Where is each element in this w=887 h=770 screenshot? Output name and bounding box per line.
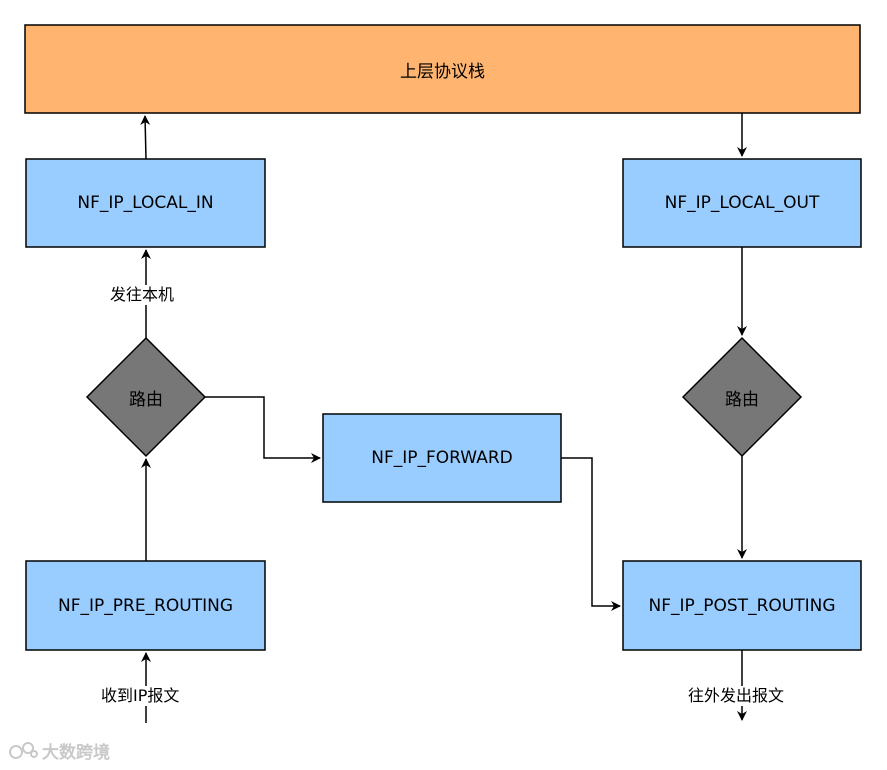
forward-box (322, 413, 562, 503)
edge-forward-to-post-routing (561, 457, 621, 611)
local-in-box (25, 158, 266, 248)
post-routing-box (622, 560, 862, 651)
routing-right-diamond (681, 336, 803, 458)
local-out-box (622, 158, 862, 248)
edge-label-to-local: 发往本机 (108, 285, 177, 305)
watermark-text: 大数跨境 (42, 743, 110, 763)
edge-label-send-out: 往外发出报文 (686, 686, 787, 706)
pre-routing-box (25, 560, 266, 651)
edge-routing-to-forward (205, 396, 321, 463)
edge-label-receive-ip: 收到IP报文 (99, 686, 182, 706)
upper-stack-box (24, 24, 861, 114)
watermark-logo-icon (9, 741, 38, 759)
edge-local-in-to-upper-stack (140, 115, 151, 160)
routing-left-diamond (85, 336, 207, 458)
watermark: 大数跨境 (8, 738, 110, 763)
